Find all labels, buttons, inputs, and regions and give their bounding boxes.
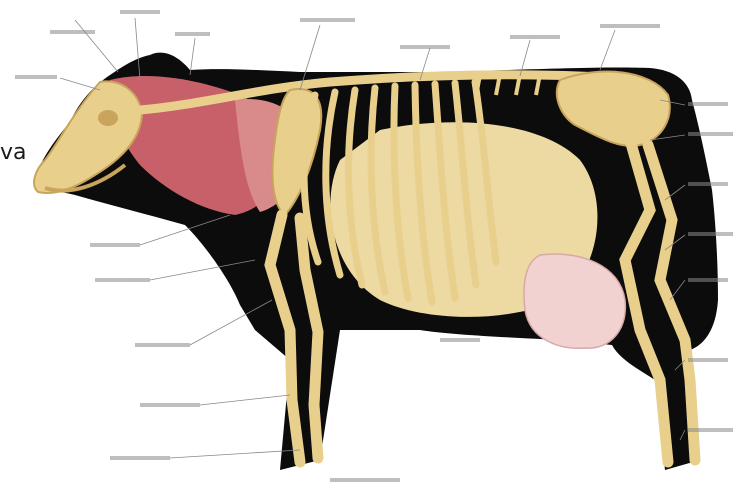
label-placeholder	[90, 243, 140, 247]
label-placeholder	[175, 32, 210, 36]
label-placeholder	[50, 30, 95, 34]
label-placeholder	[330, 478, 400, 482]
leader-line	[60, 78, 100, 90]
label-placeholder	[688, 428, 733, 432]
leader-line	[170, 450, 300, 458]
label-placeholder	[110, 456, 170, 460]
label-placeholder	[688, 358, 728, 362]
label-placeholder	[510, 35, 560, 39]
overlay-text-fragment: va	[0, 142, 27, 164]
label-placeholder	[688, 102, 728, 106]
label-placeholder	[688, 182, 728, 186]
label-placeholder	[688, 132, 733, 136]
label-placeholder	[135, 343, 190, 347]
label-placeholder	[15, 75, 57, 79]
label-placeholder	[400, 45, 450, 49]
label-placeholder	[95, 278, 150, 282]
label-placeholder	[120, 10, 160, 14]
label-placeholder	[140, 403, 200, 407]
leader-line	[190, 38, 195, 75]
label-placeholder	[688, 232, 733, 236]
label-placeholder	[600, 24, 660, 28]
label-placeholder	[300, 18, 355, 22]
eye-orbit	[98, 110, 118, 126]
leader-line	[200, 395, 290, 405]
label-placeholder	[688, 278, 728, 282]
label-placeholder	[440, 338, 480, 342]
leader-line	[75, 20, 118, 72]
leader-line	[600, 30, 615, 70]
